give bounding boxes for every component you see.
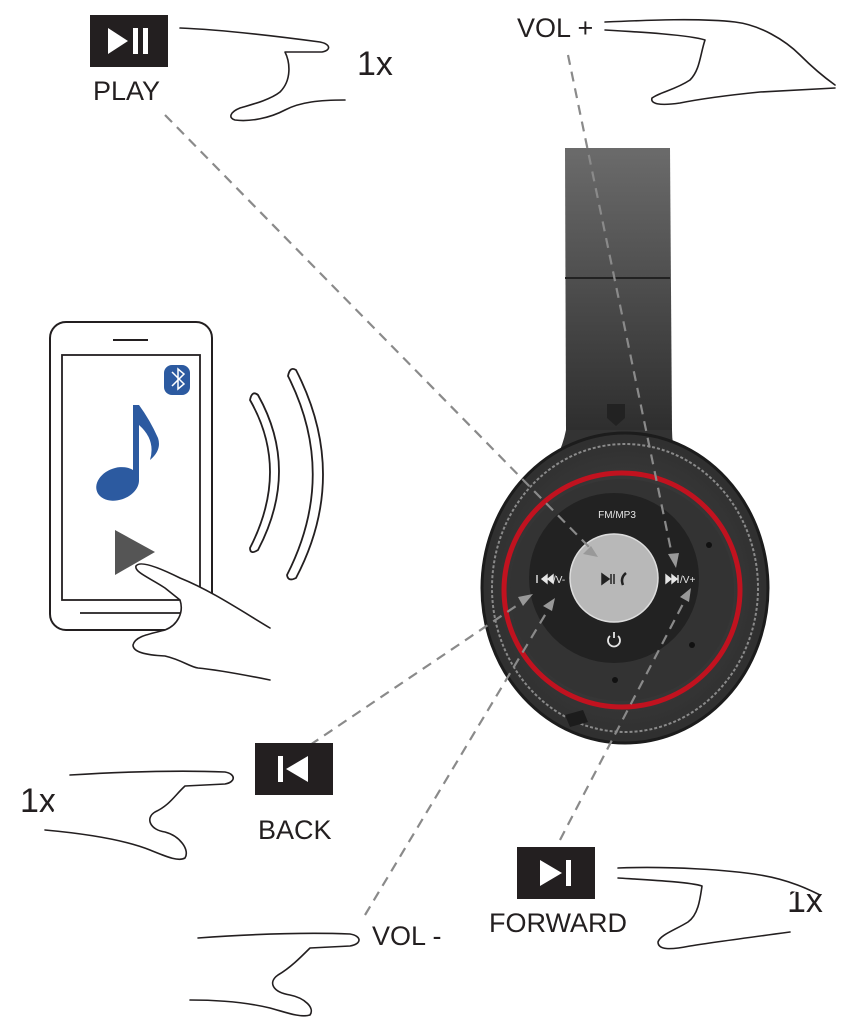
defender-logo [607,404,625,426]
hand-press-icon [189,932,360,1017]
play-pause-symbol [601,572,615,586]
headphone: FM/MP3 /V- /V+ [480,148,770,745]
hand-press-icon [44,770,235,861]
mode-label: FM/MP3 [598,510,636,521]
power-icon [607,632,621,648]
headband [565,148,672,430]
signal-waves [249,367,324,581]
svg-text:/V+: /V+ [680,575,695,586]
power-button[interactable] [607,632,621,648]
instruction-forward: FORWARD 1x [489,847,823,950]
svg-text:VOL -: VOL - [372,921,442,951]
next-vol-up-button[interactable]: /V+ [665,573,695,586]
smartphone [49,321,271,681]
next-icon [665,573,679,585]
svg-text:PLAY: PLAY [93,76,160,106]
music-note-icon [96,405,159,501]
instruction-vol-up: VOL + [517,13,836,106]
instruction-vol-down: VOL - [189,921,442,1017]
svg-text:BACK: BACK [258,815,332,845]
prev-vol-down-button[interactable]: /V- [536,573,565,586]
hand-press-icon [617,866,821,950]
instruction-back: BACK 1x [20,743,333,861]
instruction-play: PLAY 1x [90,15,393,122]
play-pause-icon [90,15,168,67]
svg-text:/V-: /V- [553,575,565,586]
svg-text:VOL +: VOL + [517,13,593,43]
phone-call-icon [620,572,627,586]
play-icon [115,530,155,575]
bluetooth-icon [164,365,190,395]
prev-icon [536,573,554,585]
svg-text:1x: 1x [20,782,56,820]
svg-text:1x: 1x [357,45,393,83]
red-ring [501,470,743,710]
guide-lines [164,54,691,916]
hand-press-icon [604,18,836,106]
svg-text:FORWARD: FORWARD [489,908,627,938]
hand-press-icon [132,563,271,681]
hand-press-icon [179,27,346,122]
